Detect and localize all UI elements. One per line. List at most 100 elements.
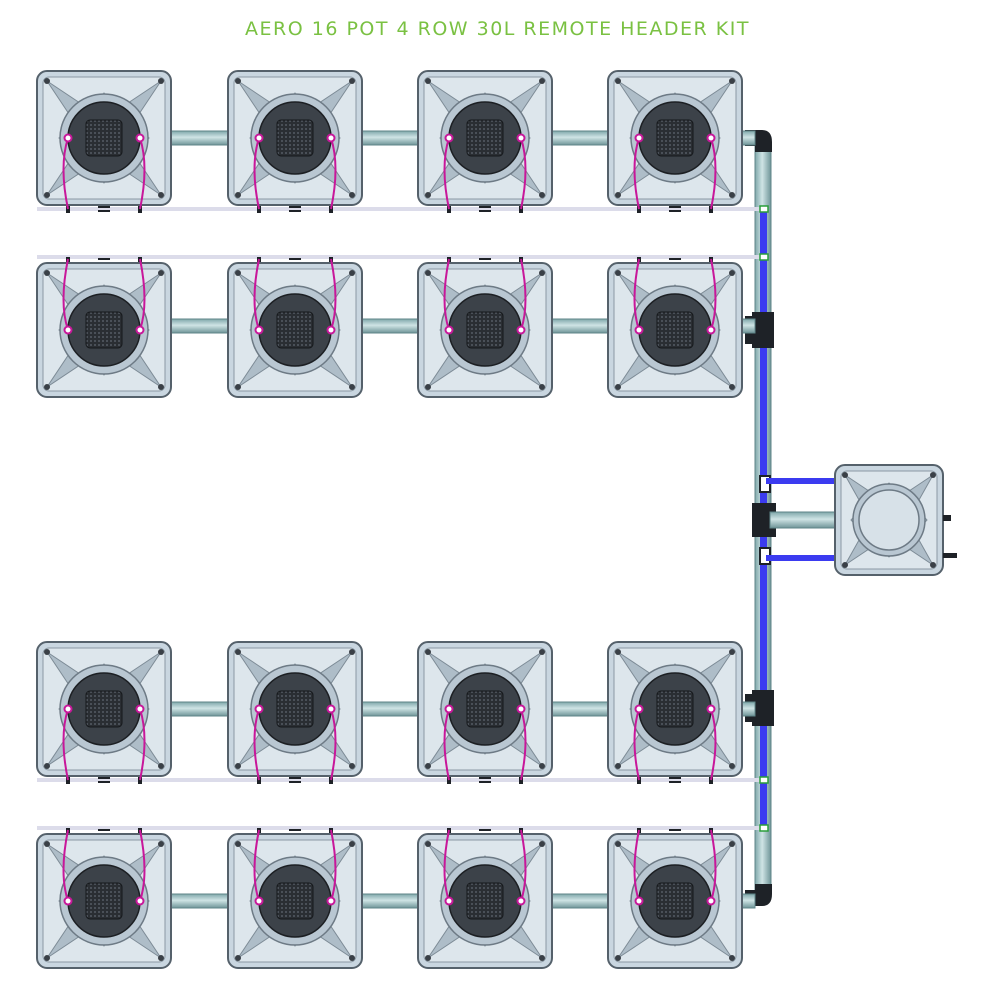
row-1-pot-3-dripper-loop-right: [520, 137, 527, 210]
row-2-pot-2-emitter-left: [254, 325, 264, 335]
row-1-pot-2: [227, 70, 363, 210]
row-4-pot-4-emitter-right: [706, 896, 716, 906]
row-3-pot-3-emitter-right: [516, 704, 526, 714]
row-4-pot-3-mesh: [466, 882, 504, 920]
row-4-pot-4-corner-bolt-4: [729, 955, 735, 961]
row-2-pot-4-corner-bolt-1: [615, 270, 621, 276]
row-1-pot-2-emitter-left: [254, 133, 264, 143]
row-4-pot-3-emitter-right: [516, 896, 526, 906]
row-3-feed-tee: [759, 776, 769, 784]
row-3-clip-2a: [289, 777, 301, 779]
row-2-pot-4-corner-bolt-2: [729, 270, 735, 276]
row-1-clip-2a: [289, 206, 301, 208]
row-3-pot-4-emitter-right: [706, 704, 716, 714]
row-3-pot-2-corner-bolt-2: [349, 649, 355, 655]
row-4-feed-tee: [759, 824, 769, 832]
row-4-pot-2-corner-bolt-2: [349, 841, 355, 847]
row-3-pot-2-emitter-left: [254, 704, 264, 714]
row-4-pot-2-emitter-right: [326, 896, 336, 906]
row-1-pot-1-corner-bolt-3: [44, 192, 50, 198]
row-1-clip-1a: [98, 206, 110, 208]
row-3-pot-4: [607, 641, 743, 781]
row-4-pot-1-dripper-loop-left: [62, 829, 69, 902]
row-1-pot-3-corner-bolt-3: [425, 192, 431, 198]
row-1-pot-3-dripper-loop-left: [443, 137, 450, 210]
row-4-pot-3-corner-bolt-1: [425, 841, 431, 847]
row-3-pot-1-emitter-left: [63, 704, 73, 714]
row-1-pot-3-corner-bolt-4: [539, 192, 545, 198]
row-3-pot-4-corner-bolt-3: [615, 763, 621, 769]
row-3-pot-3-dripper-loop-left: [443, 708, 450, 781]
row-4-pot-1: [36, 829, 172, 969]
row-4-pot-1-mesh: [85, 882, 123, 920]
row-4-pot-1-emitter-right: [135, 896, 145, 906]
row-2-feed-line: [37, 255, 763, 259]
row-2-pot-2: [227, 258, 363, 398]
row-1-pot-1-corner-bolt-4: [158, 192, 164, 198]
row-4-pot-2-emitter-left: [254, 896, 264, 906]
row-1-clip-4a: [669, 206, 681, 208]
row-4-clip-3a: [479, 829, 491, 831]
row-4-pot-2-mesh: [276, 882, 314, 920]
row-3-clip-3a: [479, 777, 491, 779]
row-3-pot-1-mesh: [85, 690, 123, 728]
tank-lid: [858, 489, 920, 551]
row-3-pot-3-mesh: [466, 690, 504, 728]
row-3-pot-2-emitter-right: [326, 704, 336, 714]
row-3-clip-2b: [289, 781, 301, 783]
row-2-pot-1-mesh: [85, 311, 123, 349]
row-4-pot-3-corner-bolt-2: [539, 841, 545, 847]
row-1-clip-2b: [289, 210, 301, 212]
row-4-pot-4-corner-bolt-1: [615, 841, 621, 847]
row-1-pot-4-emitter-left: [634, 133, 644, 143]
row-3-clip-3b: [479, 781, 491, 783]
row-4-clip-4a: [669, 829, 681, 831]
tank-corner-bolt-2: [930, 472, 936, 478]
row-3-pot-1: [36, 641, 172, 781]
row-3-pot-2-corner-bolt-1: [235, 649, 241, 655]
row-2-pot-4-emitter-left: [634, 325, 644, 335]
row-1-clip-4b: [669, 210, 681, 212]
row-2-pot-2-emitter-right: [326, 325, 336, 335]
row-2-pot-4-mesh: [656, 311, 694, 349]
row-1-pot-4-corner-bolt-4: [729, 192, 735, 198]
tank-connector-pipe: [769, 511, 843, 529]
row-1-pot-2-corner-bolt-3: [235, 192, 241, 198]
row-4-pot-2-corner-bolt-4: [349, 955, 355, 961]
row-4-pot-3-corner-bolt-4: [539, 955, 545, 961]
row-1-clip-3a: [479, 206, 491, 208]
header-tank-layer: [834, 464, 957, 576]
row-2-pot-3-emitter-left: [444, 325, 454, 335]
row-4-pot-2-dripper-loop-left: [253, 829, 260, 902]
row-3-clip-4a: [669, 777, 681, 779]
row-4-pot-4-corner-bolt-3: [615, 955, 621, 961]
row-3-pot-2-mesh: [276, 690, 314, 728]
row-4-pot-1-corner-bolt-4: [158, 955, 164, 961]
row-1-pot-4-dripper-loop-left: [633, 137, 640, 210]
row-4-pot-4-dripper-loop-left: [633, 829, 640, 902]
row-1-pot-1-dripper-loop-left: [62, 137, 69, 210]
row-3-pot-4-dripper-loop-right: [710, 708, 717, 781]
tank-corner-bolt-3: [842, 562, 848, 568]
row-4-clip-1a: [98, 829, 110, 831]
row-2-pot-1-emitter-right: [135, 325, 145, 335]
row-1-pot-2-emitter-right: [326, 133, 336, 143]
row-1-pot-2-dripper-loop-left: [253, 137, 260, 210]
row-3-pot-1-corner-bolt-2: [158, 649, 164, 655]
row-2-pot-3-corner-bolt-3: [425, 384, 431, 390]
row-2-feed-tee: [759, 253, 769, 261]
row-4-pot-1-corner-bolt-2: [158, 841, 164, 847]
row-3-pot-4-corner-bolt-1: [615, 649, 621, 655]
row-1-pot-4-mesh: [656, 119, 694, 157]
row-2-pot-2-dripper-loop-left: [253, 258, 260, 331]
row-1-pot-4-corner-bolt-2: [729, 78, 735, 84]
row-3-clip-4b: [669, 781, 681, 783]
row-4-feed-line: [37, 826, 763, 830]
row-2-clip-3a: [479, 258, 491, 260]
row-4-pot-1-dripper-loop-right: [139, 829, 146, 902]
row-2-pot-2-corner-bolt-2: [349, 270, 355, 276]
row-4-pot-1-corner-bolt-1: [44, 841, 50, 847]
row-3-pot-4-emitter-left: [634, 704, 644, 714]
row-2-pot-1-corner-bolt-1: [44, 270, 50, 276]
